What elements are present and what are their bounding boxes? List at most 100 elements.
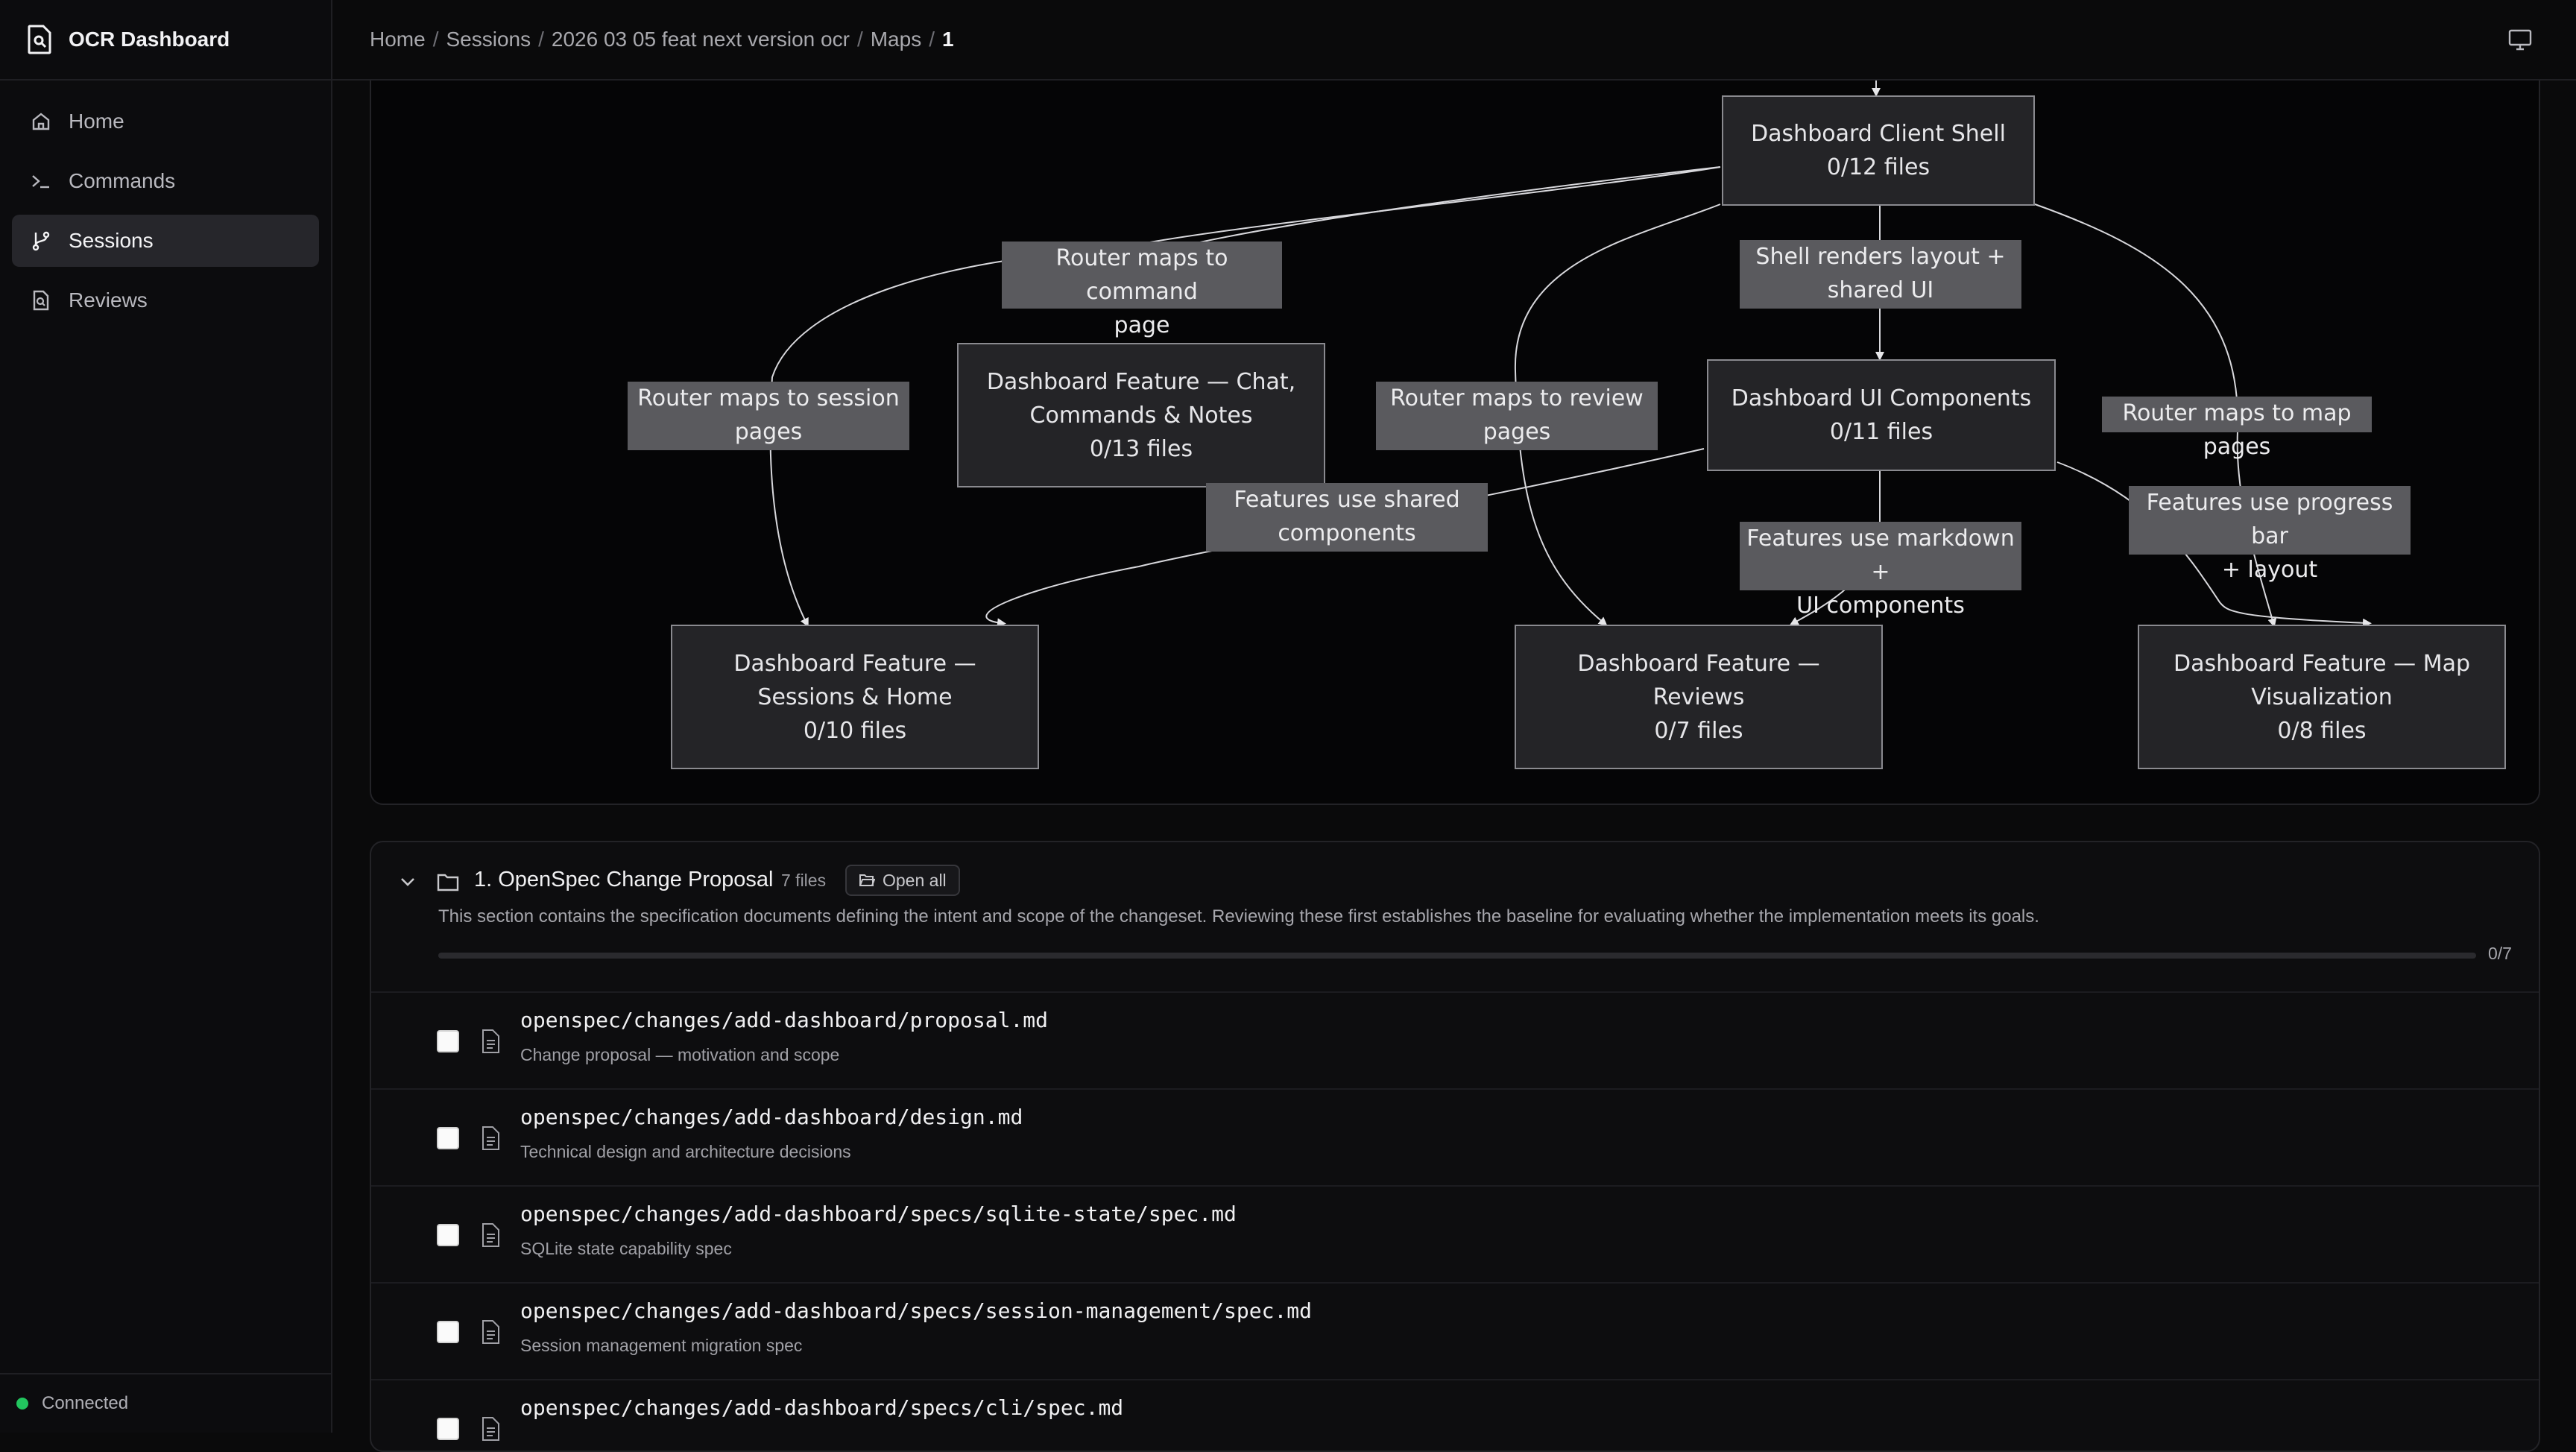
terminal-icon	[32, 175, 49, 189]
sidebar: OCR Dashboard Home Commands Sessions Rev…	[0, 0, 332, 1433]
edge-label-line: Router maps to session	[637, 385, 900, 411]
node-client-shell[interactable]: Dashboard Client Shell 0/12 files	[1722, 95, 2035, 206]
open-all-button[interactable]: Open all	[845, 865, 960, 896]
home-icon	[32, 113, 50, 130]
section-openspec-proposal: 1. OpenSpec Change Proposal 7 files Open…	[370, 841, 2540, 1452]
breadcrumb-separator: /	[856, 28, 863, 51]
file-row[interactable]: openspec/changes/add-dashboard/design.md…	[371, 1088, 2539, 1185]
file-row[interactable]: openspec/changes/add-dashboard/proposal.…	[371, 991, 2539, 1088]
breadcrumb-session[interactable]: 2026 03 05 feat next version ocr	[551, 28, 850, 51]
edge-label-router-review: Router maps to review pages	[1376, 382, 1658, 450]
folder-open-icon	[859, 874, 875, 886]
file-checkbox[interactable]	[437, 1224, 459, 1246]
node-title: Visualization	[2251, 684, 2393, 710]
sidebar-item-label: Commands	[69, 169, 176, 192]
edge-label-line: Router maps to map pages	[2122, 400, 2352, 460]
chevron-down-icon[interactable]	[398, 872, 417, 891]
node-feature-map-visualization[interactable]: Dashboard Feature — Map Visualization 0/…	[2138, 625, 2506, 769]
edge-label-router-session: Router maps to session pages	[628, 382, 909, 450]
edge-label-line: Features use markdown +	[1746, 525, 2015, 585]
app-logo-icon	[28, 25, 51, 54]
edge-label-line: Router maps to command	[1055, 245, 1228, 305]
sidebar-item-home[interactable]: Home	[12, 95, 319, 148]
edge-label-line: shared UI	[1827, 277, 1934, 303]
file-path[interactable]: openspec/changes/add-dashboard/specs/ses…	[520, 1298, 1313, 1323]
edge-label-line: pages	[1483, 419, 1551, 445]
edge-label-router-map: Router maps to map pages	[2102, 397, 2372, 460]
edge-label-line: Features use progress bar	[2146, 490, 2393, 549]
file-row[interactable]: openspec/changes/add-dashboard/specs/cli…	[371, 1379, 2539, 1451]
breadcrumb-separator: /	[432, 28, 439, 51]
edge-progress	[2056, 461, 2372, 628]
edge-label-shared-components: Features use shared components	[1206, 483, 1488, 552]
brand[interactable]: OCR Dashboard	[0, 0, 331, 81]
breadcrumb-separator: /	[538, 28, 544, 51]
sidebar-item-commands[interactable]: Commands	[12, 155, 319, 207]
section-progress-bar	[438, 953, 2476, 959]
monitor-icon[interactable]	[2507, 27, 2533, 52]
file-checkbox[interactable]	[437, 1418, 459, 1440]
sidebar-item-reviews[interactable]: Reviews	[12, 274, 319, 326]
file-description: Technical design and architecture decisi…	[520, 1142, 851, 1161]
edge-router-review	[1514, 203, 1721, 626]
edge-label-line: page	[1114, 312, 1170, 338]
sidebar-item-label: Sessions	[69, 229, 154, 252]
file-checkbox[interactable]	[437, 1321, 459, 1343]
app-title: OCR Dashboard	[69, 28, 230, 51]
node-title: Dashboard Feature — Map	[2173, 650, 2471, 677]
node-feature-reviews[interactable]: Dashboard Feature — Reviews 0/7 files	[1515, 625, 1883, 769]
node-ui-components[interactable]: Dashboard UI Components 0/11 files	[1707, 359, 2056, 471]
breadcrumb-separator: /	[929, 28, 935, 51]
edge-label-line: Features use shared	[1234, 487, 1460, 513]
node-feature-sessions[interactable]: Dashboard Feature — Sessions & Home 0/10…	[671, 625, 1039, 769]
map-diagram: Dashboard Client Shell 0/12 files Dashbo…	[370, 81, 2540, 805]
file-text-icon	[482, 1223, 499, 1247]
breadcrumb-sessions[interactable]: Sessions	[446, 28, 531, 51]
edge-label-progress: Features use progress bar + layout	[2129, 486, 2411, 583]
breadcrumb-home[interactable]: Home	[370, 28, 426, 51]
edge-label-line: Shell renders layout +	[1755, 244, 2006, 270]
status-label: Connected	[42, 1393, 129, 1413]
file-row[interactable]: openspec/changes/add-dashboard/specs/sql…	[371, 1185, 2539, 1282]
section-progress-label: 0/7	[2488, 944, 2512, 963]
sidebar-item-label: Reviews	[69, 288, 148, 312]
node-feature-chat[interactable]: Dashboard Feature — Chat, Commands & Not…	[957, 343, 1325, 487]
file-path[interactable]: openspec/changes/add-dashboard/specs/cli…	[520, 1395, 1124, 1420]
node-files: 0/11 files	[1829, 419, 1933, 445]
file-text-icon	[482, 1320, 499, 1344]
edge-router-session	[769, 166, 1721, 628]
edge-label-line: pages	[734, 419, 803, 445]
section-description: This section contains the specification …	[438, 906, 2039, 927]
file-row[interactable]: openspec/changes/add-dashboard/specs/ses…	[371, 1282, 2539, 1379]
edge-shared-components	[985, 448, 1705, 628]
file-path[interactable]: openspec/changes/add-dashboard/proposal.…	[520, 1008, 1049, 1032]
sidebar-item-sessions[interactable]: Sessions	[12, 215, 319, 267]
section-title[interactable]: 1. OpenSpec Change Proposal	[474, 868, 774, 891]
file-checkbox[interactable]	[437, 1030, 459, 1052]
edge-label-line: + layout	[2221, 557, 2318, 583]
file-path[interactable]: openspec/changes/add-dashboard/specs/sql…	[520, 1202, 1237, 1226]
edge-label-router-command: Router maps to command page	[1002, 242, 1282, 338]
node-title: Dashboard Feature —	[1577, 650, 1820, 677]
sidebar-nav: Home Commands Sessions Reviews	[0, 81, 331, 326]
file-text-icon	[482, 1417, 499, 1441]
node-title: Reviews	[1652, 684, 1745, 710]
node-files: 0/13 files	[1089, 435, 1193, 462]
node-title: Commands & Notes	[1029, 402, 1253, 429]
file-description: Session management migration spec	[520, 1336, 803, 1355]
node-title: Dashboard Client Shell	[1751, 121, 2006, 147]
file-text-icon	[482, 1029, 499, 1053]
breadcrumb-maps[interactable]: Maps	[870, 28, 922, 51]
node-files: 0/8 files	[2277, 717, 2367, 744]
node-title: Dashboard Feature — Chat,	[986, 368, 1296, 395]
edge-label-line: UI components	[1796, 593, 1965, 619]
file-checkbox[interactable]	[437, 1127, 459, 1149]
node-title: Dashboard UI Components	[1731, 385, 2032, 411]
file-path[interactable]: openspec/changes/add-dashboard/design.md	[520, 1105, 1023, 1129]
file-description: SQLite state capability spec	[520, 1239, 732, 1258]
status-dot	[16, 1398, 28, 1410]
breadcrumb-current: 1	[941, 28, 954, 51]
edge-label-line: Router maps to review	[1390, 385, 1644, 411]
folder-icon	[437, 874, 459, 891]
section-file-count: 7 files	[781, 871, 827, 890]
